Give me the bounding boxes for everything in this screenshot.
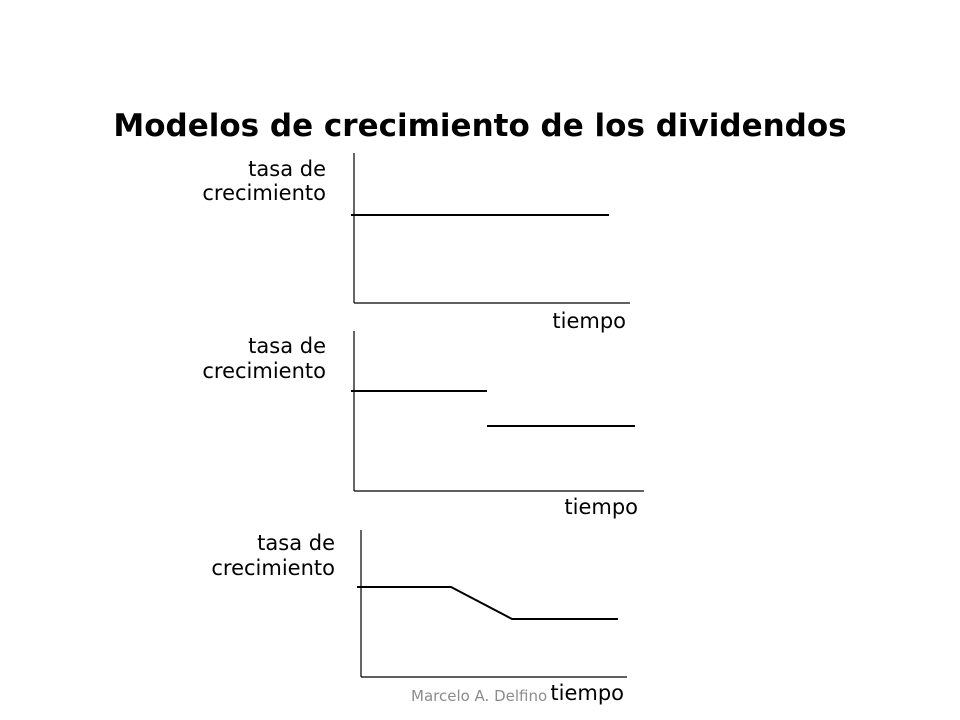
y-axis-label-line2: crecimiento xyxy=(202,181,326,205)
diagram-two-stage-growth: tasa de crecimiento tiempo xyxy=(202,331,644,519)
y-axis-label-line2: crecimiento xyxy=(202,359,326,383)
slide-title: Modelos de crecimiento de los dividendos xyxy=(113,108,847,144)
x-axis-label: tiempo xyxy=(550,681,624,705)
diagram-constant-growth: tasa de crecimiento tiempo xyxy=(202,153,630,333)
x-axis-label: tiempo xyxy=(564,495,638,519)
x-axis-label: tiempo xyxy=(552,309,626,333)
y-axis-label-line1: tasa de xyxy=(257,531,335,555)
y-axis-label-line1: tasa de xyxy=(248,157,326,181)
growth-rate-line xyxy=(357,586,618,620)
diagram-declining-growth: tasa de crecimiento tiempo xyxy=(211,530,627,705)
footer-author: Marcelo A. Delfino xyxy=(411,687,548,705)
y-axis-label-line1: tasa de xyxy=(248,334,326,358)
y-axis-label-line2: crecimiento xyxy=(211,556,335,580)
